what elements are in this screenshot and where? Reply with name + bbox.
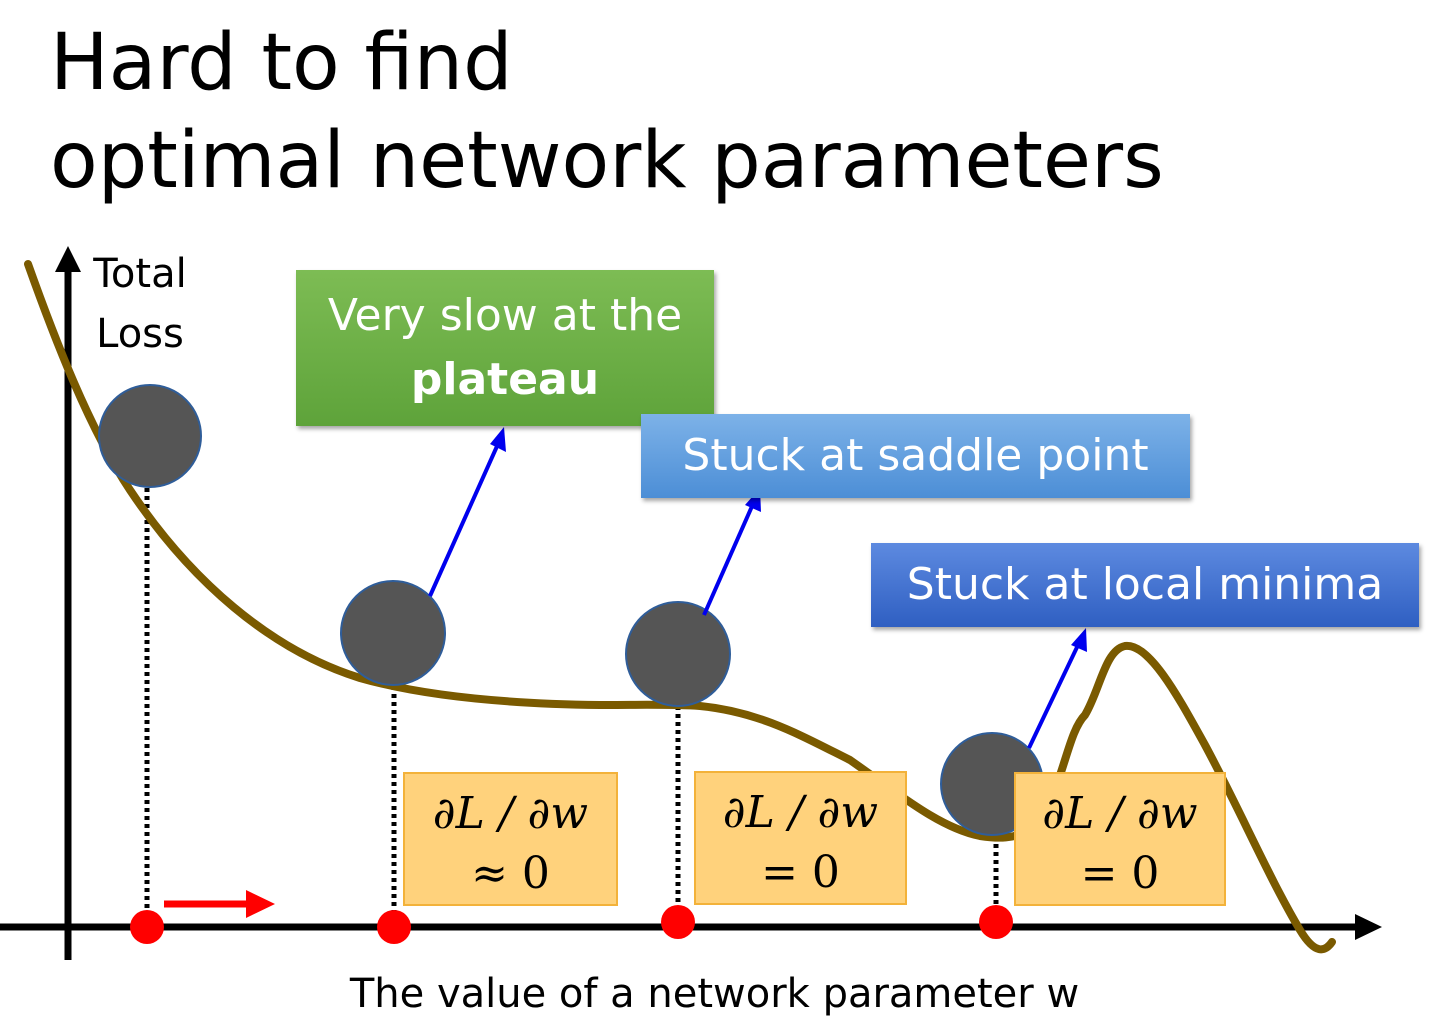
derivative-value-3: = 0: [1080, 848, 1160, 899]
local-pointer-head: [1071, 628, 1087, 652]
plateau-callout-line-1: Very slow at the: [327, 290, 683, 341]
axis-point-1: [130, 910, 164, 944]
title-line-2: optimal network parameters: [50, 116, 1164, 206]
axis-point-2: [377, 910, 411, 944]
ball-saddle: [625, 601, 731, 707]
derivative-box-saddle: ∂L / ∂w = 0: [694, 771, 907, 905]
x-axis-label: The value of a network parameter w: [349, 971, 1080, 1017]
title-line-1: Hard to find: [50, 18, 513, 108]
derivative-box-local-minimum: ∂L / ∂w = 0: [1014, 772, 1226, 906]
y-axis-label-line-1: Total: [93, 251, 187, 297]
ball-plateau: [340, 580, 446, 686]
plateau-pointer-line: [428, 443, 500, 597]
derivative-expr-1: ∂L / ∂w: [432, 788, 589, 839]
derivative-expr-2: ∂L / ∂w: [722, 787, 879, 838]
derivative-value-1: ≈ 0: [471, 848, 550, 899]
axis-point-4: [979, 905, 1013, 939]
ball-start: [98, 384, 202, 488]
axis-point-3: [661, 905, 695, 939]
derivative-box-plateau: ∂L / ∂w ≈ 0: [403, 772, 618, 906]
saddle-callout: Stuck at saddle point: [641, 414, 1190, 498]
page-title: Hard to find optimal network parameters: [50, 14, 1164, 210]
plateau-callout: Very slow at the plateau: [296, 270, 714, 426]
plateau-callout-line-2: plateau: [410, 354, 600, 405]
local-minima-callout: Stuck at local minima: [871, 543, 1419, 627]
y-axis-label: Total Loss: [80, 244, 200, 364]
saddle-pointer-line: [702, 503, 755, 616]
y-axis-label-line-2: Loss: [96, 311, 184, 357]
derivative-value-2: = 0: [761, 847, 840, 898]
x-axis-arrowhead: [1355, 914, 1382, 940]
y-axis-arrowhead: [55, 246, 81, 272]
local-pointer-line: [1027, 642, 1081, 749]
direction-arrowhead: [246, 890, 275, 918]
derivative-expr-3: ∂L / ∂w: [1042, 788, 1198, 839]
plateau-pointer-head: [490, 427, 506, 452]
